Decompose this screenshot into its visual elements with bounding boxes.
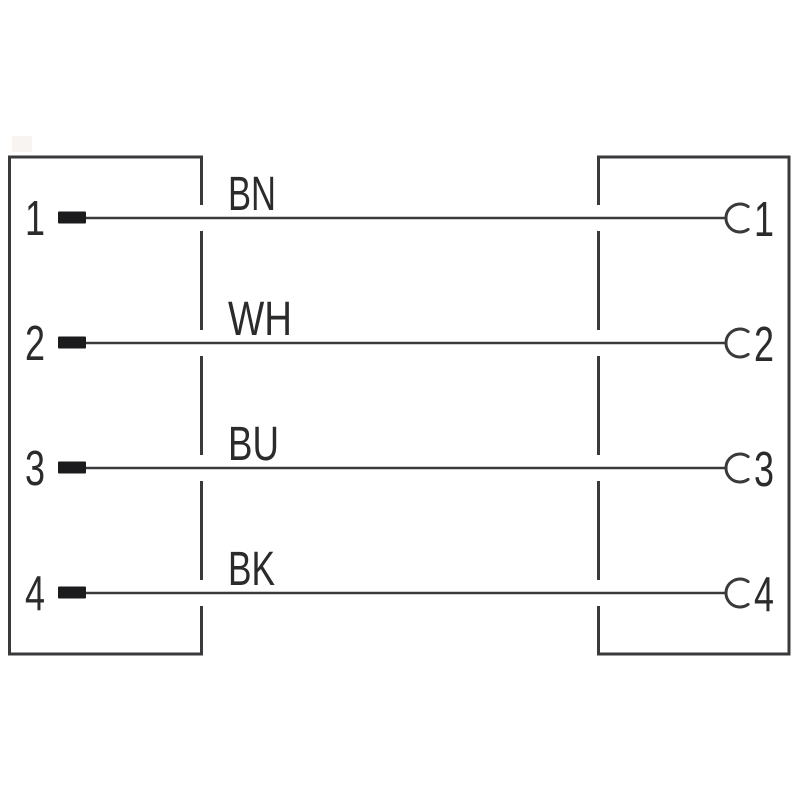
right-pin-1-number: 1	[754, 193, 774, 247]
wire-row-1: 1 BN 1	[25, 168, 774, 247]
right-pin-2-socket-icon	[724, 327, 750, 359]
background-smudge	[12, 136, 32, 152]
left-connector-outline	[8, 155, 203, 656]
right-pin-3-number: 3	[754, 443, 774, 497]
left-pin-1-number: 1	[25, 192, 45, 246]
wire-row-3: 3 BU 3	[25, 418, 774, 497]
left-pin-2-number: 2	[25, 317, 45, 371]
left-pin-2-terminal-icon	[58, 336, 86, 349]
right-pin-2-number: 2	[754, 318, 774, 372]
left-pin-4-number: 4	[25, 567, 45, 621]
wire-row-4: 4 BK 4	[25, 543, 774, 622]
wire-row-2: 2 WH 2	[25, 293, 774, 372]
left-pin-1-terminal-icon	[58, 211, 86, 224]
wire-1-label: BN	[228, 168, 276, 221]
right-pin-1-socket-icon	[724, 202, 750, 234]
left-pin-4-terminal-icon	[58, 586, 86, 599]
wire-2-label: WH	[228, 293, 292, 346]
wire-4-label: BK	[228, 543, 275, 596]
right-connector-outline	[597, 155, 791, 656]
left-pin-3-number: 3	[25, 442, 45, 496]
wire-3-label: BU	[228, 418, 279, 471]
left-pin-3-terminal-icon	[58, 461, 86, 474]
right-pin-3-socket-icon	[724, 452, 750, 484]
right-pin-4-socket-icon	[724, 577, 750, 609]
right-pin-4-number: 4	[754, 568, 774, 622]
